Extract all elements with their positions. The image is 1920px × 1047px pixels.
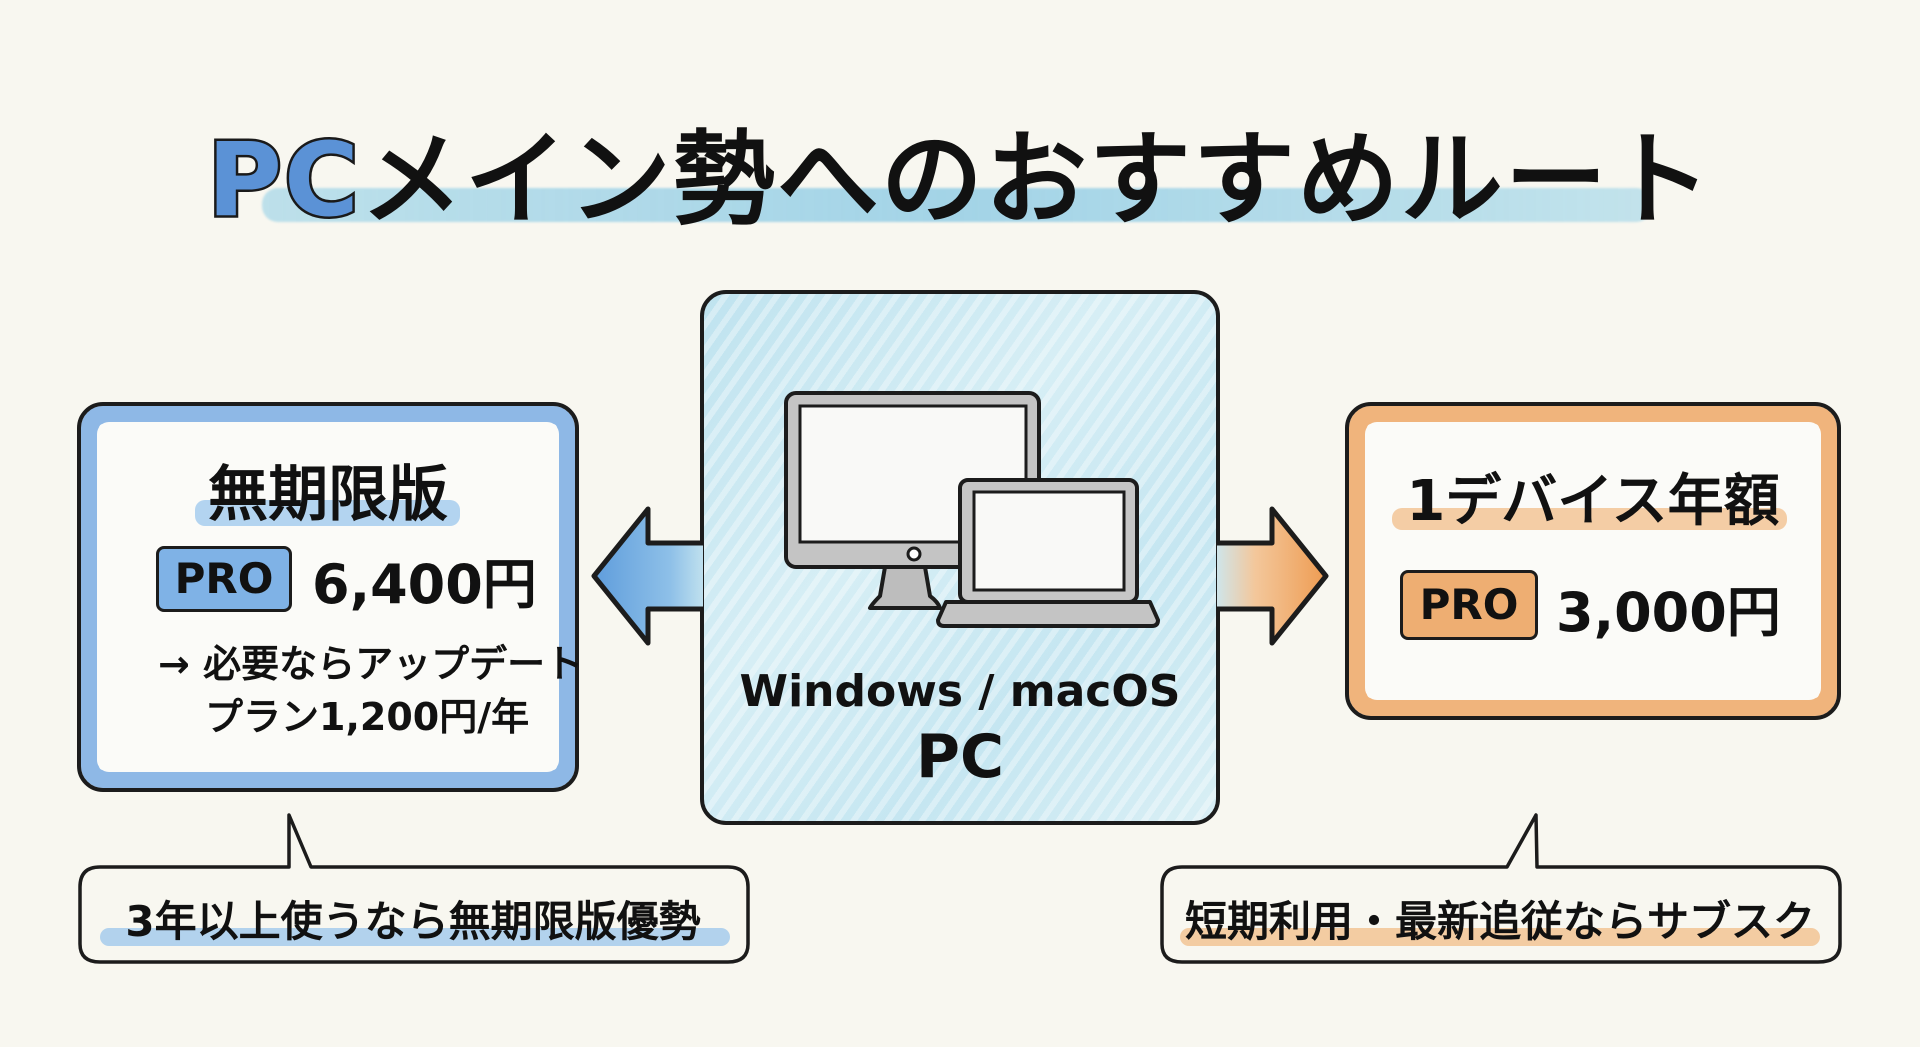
title-pc-highlight: PC xyxy=(205,119,362,243)
left-bubble-highlight xyxy=(100,928,730,946)
right-bubble-highlight xyxy=(1180,928,1820,946)
device-label: PC xyxy=(915,722,1004,792)
left-heading-highlight xyxy=(195,500,460,526)
right-arrow-icon xyxy=(1217,506,1329,646)
left-bubble-text: 3年以上使うなら無期限版優勢 xyxy=(125,897,701,946)
perpetual-license-heading: 無期限版 xyxy=(208,460,448,530)
laptop-icon xyxy=(936,478,1160,628)
title-highlight-stripe xyxy=(262,188,1652,222)
pro-badge: PRO xyxy=(1400,570,1538,640)
update-plan-note: → 必要ならアップデート xyxy=(158,642,584,686)
right-speech-bubble xyxy=(1160,813,1842,964)
annual-subscription-card xyxy=(1345,402,1841,720)
right-bubble-text: 短期利用・最新追従ならサブスク xyxy=(1184,897,1815,946)
update-plan-price: プラン1,200円/年 xyxy=(205,695,530,739)
annual-price: 3,000円 xyxy=(1556,581,1781,644)
os-label: Windows / macOS xyxy=(739,666,1181,717)
title-text: メイン勢へのおすすめルート xyxy=(360,121,1713,240)
annual-subscription-heading: 1デバイス年額 xyxy=(1406,469,1780,534)
right-heading-highlight xyxy=(1392,508,1787,530)
left-speech-bubble xyxy=(78,813,750,964)
left-arrow-icon xyxy=(591,506,703,646)
perpetual-price: 6,400円 xyxy=(312,553,537,616)
page-title: PCメイン勢へのおすすめルート xyxy=(0,98,1920,245)
pro-badge: PRO xyxy=(156,546,292,612)
